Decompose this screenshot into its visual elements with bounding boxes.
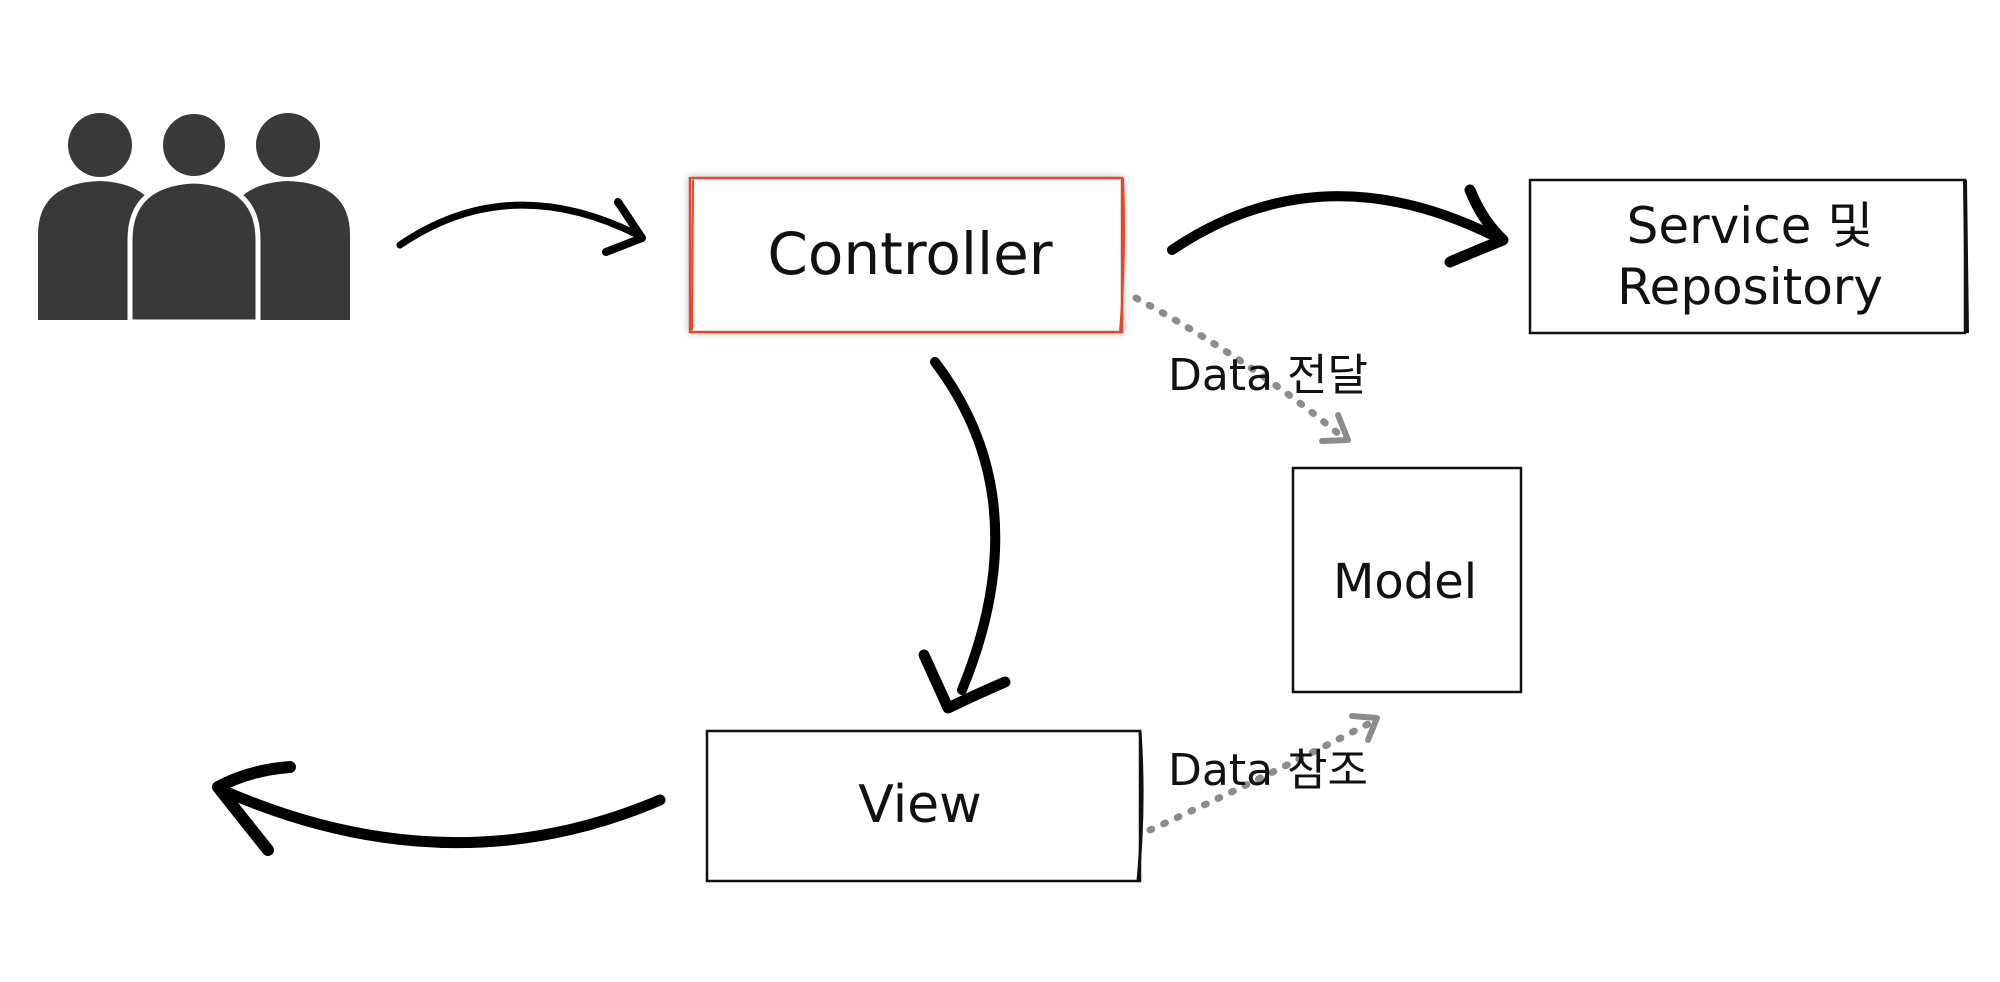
data-transfer-label: Data 전달 xyxy=(1168,350,1368,401)
view-label: View xyxy=(858,775,981,835)
user-center-icon xyxy=(127,110,261,325)
service-repository-label-line1: Service 및 xyxy=(1627,197,1874,255)
arrow-controller-to-view xyxy=(918,357,1011,714)
users-group-icon xyxy=(38,110,350,325)
dotted-arrow-view-to-model xyxy=(1146,713,1380,834)
controller-label: Controller xyxy=(767,220,1052,288)
arrow-users-to-controller xyxy=(396,198,646,256)
dotted-arrow-controller-to-model xyxy=(1132,294,1351,444)
service-repository-label-line2: Repository xyxy=(1617,258,1883,316)
model-box: Model xyxy=(1291,466,1523,694)
view-box: View xyxy=(705,729,1144,883)
model-label: Model xyxy=(1333,554,1477,610)
arrow-controller-to-service xyxy=(1167,184,1509,268)
data-reference-label: Data 참조 xyxy=(1168,745,1368,796)
arrow-view-to-users xyxy=(212,761,666,856)
controller-box: Controller xyxy=(688,176,1125,334)
service-repository-box: Service 및 Repository xyxy=(1528,178,1969,335)
